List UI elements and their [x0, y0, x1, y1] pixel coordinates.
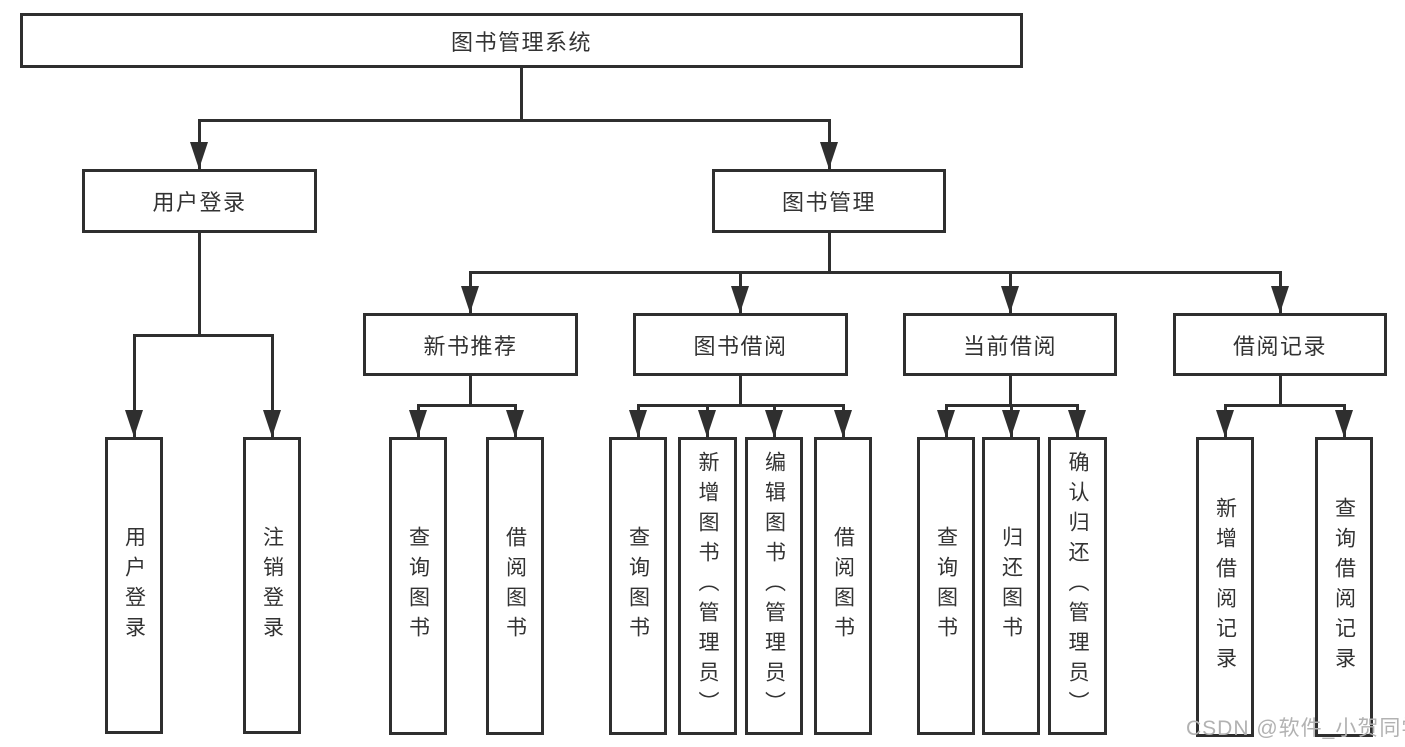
arrowhead-down-icon	[1335, 410, 1353, 437]
node-current-borrowing-label: 当前借阅	[962, 333, 1057, 359]
connector-vline	[133, 334, 136, 437]
leaf-user-login-label: 用户登录	[122, 525, 146, 646]
leaf-query-books-1-label: 查询图书	[406, 526, 430, 646]
leaf-confirm-return-admin: 确认归还（管理员）	[1048, 437, 1107, 735]
connector-vline	[1279, 376, 1282, 406]
leaf-query-books-1: 查询图书	[389, 437, 447, 735]
arrowhead-down-icon	[765, 410, 783, 437]
leaf-borrow-books-1: 借阅图书	[486, 437, 544, 735]
node-borrowing-records-label: 借阅记录	[1232, 333, 1327, 359]
node-borrowing-records: 借阅记录	[1173, 313, 1387, 376]
connector-vline	[1009, 376, 1012, 406]
leaf-logout-label: 注销登录	[260, 525, 284, 646]
leaf-query-borrow-record: 查询借阅记录	[1315, 437, 1373, 737]
node-new-book-recommend-label: 新书推荐	[423, 333, 518, 359]
arrowhead-down-icon	[820, 142, 838, 169]
node-book-management-label: 图书管理	[781, 190, 876, 215]
connector-vline	[828, 233, 831, 273]
arrowhead-down-icon	[190, 142, 208, 169]
leaf-query-books-3-label: 查询图书	[934, 526, 958, 646]
arrowhead-down-icon	[409, 410, 427, 437]
leaf-return-books-label: 归还图书	[999, 526, 1023, 646]
leaf-add-borrow-record-label: 新增借阅记录	[1213, 497, 1237, 677]
arrowhead-down-icon	[731, 286, 749, 313]
leaf-borrow-books-2-label: 借阅图书	[831, 526, 855, 646]
arrowhead-down-icon	[834, 410, 852, 437]
leaf-query-books-3: 查询图书	[917, 437, 975, 735]
leaf-query-borrow-record-label: 查询借阅记录	[1332, 497, 1356, 677]
leaf-query-books-2: 查询图书	[609, 437, 667, 735]
arrowhead-down-icon	[937, 410, 955, 437]
leaf-query-books-2-label: 查询图书	[626, 526, 650, 646]
node-user-login: 用户登录	[82, 169, 317, 233]
leaf-return-books: 归还图书	[982, 437, 1040, 735]
arrowhead-down-icon	[1068, 410, 1086, 437]
leaf-user-login: 用户登录	[105, 437, 163, 734]
watermark: CSDN @软件_小贺同学	[1186, 717, 1405, 740]
node-new-book-recommend: 新书推荐	[363, 313, 578, 376]
leaf-confirm-return-admin-label: 确认归还（管理员）	[1066, 451, 1089, 721]
arrowhead-down-icon	[1002, 410, 1020, 437]
node-library-system-root: 图书管理系统	[20, 13, 1023, 68]
arrowhead-down-icon	[461, 286, 479, 313]
leaf-edit-books-admin: 编辑图书（管理员）	[745, 437, 803, 735]
connector-hline	[1224, 404, 1346, 407]
connector-vline	[520, 68, 523, 121]
connector-vline	[271, 334, 274, 437]
leaf-borrow-books-2: 借阅图书	[814, 437, 872, 735]
leaf-add-borrow-record: 新增借阅记录	[1196, 437, 1254, 737]
leaf-logout: 注销登录	[243, 437, 301, 734]
connector-vline	[469, 376, 472, 406]
node-book-management: 图书管理	[712, 169, 946, 233]
arrowhead-down-icon	[1216, 410, 1234, 437]
arrowhead-down-icon	[1001, 286, 1019, 313]
leaf-add-books-admin-label: 新增图书（管理员）	[696, 451, 719, 721]
connector-hline	[637, 404, 845, 407]
connector-hline	[417, 404, 517, 407]
connector-vline	[198, 233, 201, 336]
arrowhead-down-icon	[1271, 286, 1289, 313]
node-user-login-label: 用户登录	[152, 190, 247, 215]
leaf-edit-books-admin-label: 编辑图书（管理员）	[762, 451, 786, 721]
node-book-borrowing: 图书借阅	[633, 313, 848, 376]
arrowhead-down-icon	[629, 410, 647, 437]
arrowhead-down-icon	[125, 410, 143, 437]
leaf-borrow-books-1-label: 借阅图书	[503, 526, 527, 646]
node-book-borrowing-label: 图书借阅	[693, 333, 788, 359]
connector-hline	[198, 119, 831, 122]
connector-vline	[739, 376, 742, 406]
connector-hline	[469, 271, 1282, 274]
connector-hline	[133, 334, 274, 337]
arrowhead-down-icon	[263, 410, 281, 437]
arrowhead-down-icon	[698, 410, 716, 437]
node-current-borrowing: 当前借阅	[903, 313, 1117, 376]
node-library-system-root-label: 图书管理系统	[450, 29, 592, 55]
leaf-add-books-admin: 新增图书（管理员）	[678, 437, 737, 735]
arrowhead-down-icon	[506, 410, 524, 437]
